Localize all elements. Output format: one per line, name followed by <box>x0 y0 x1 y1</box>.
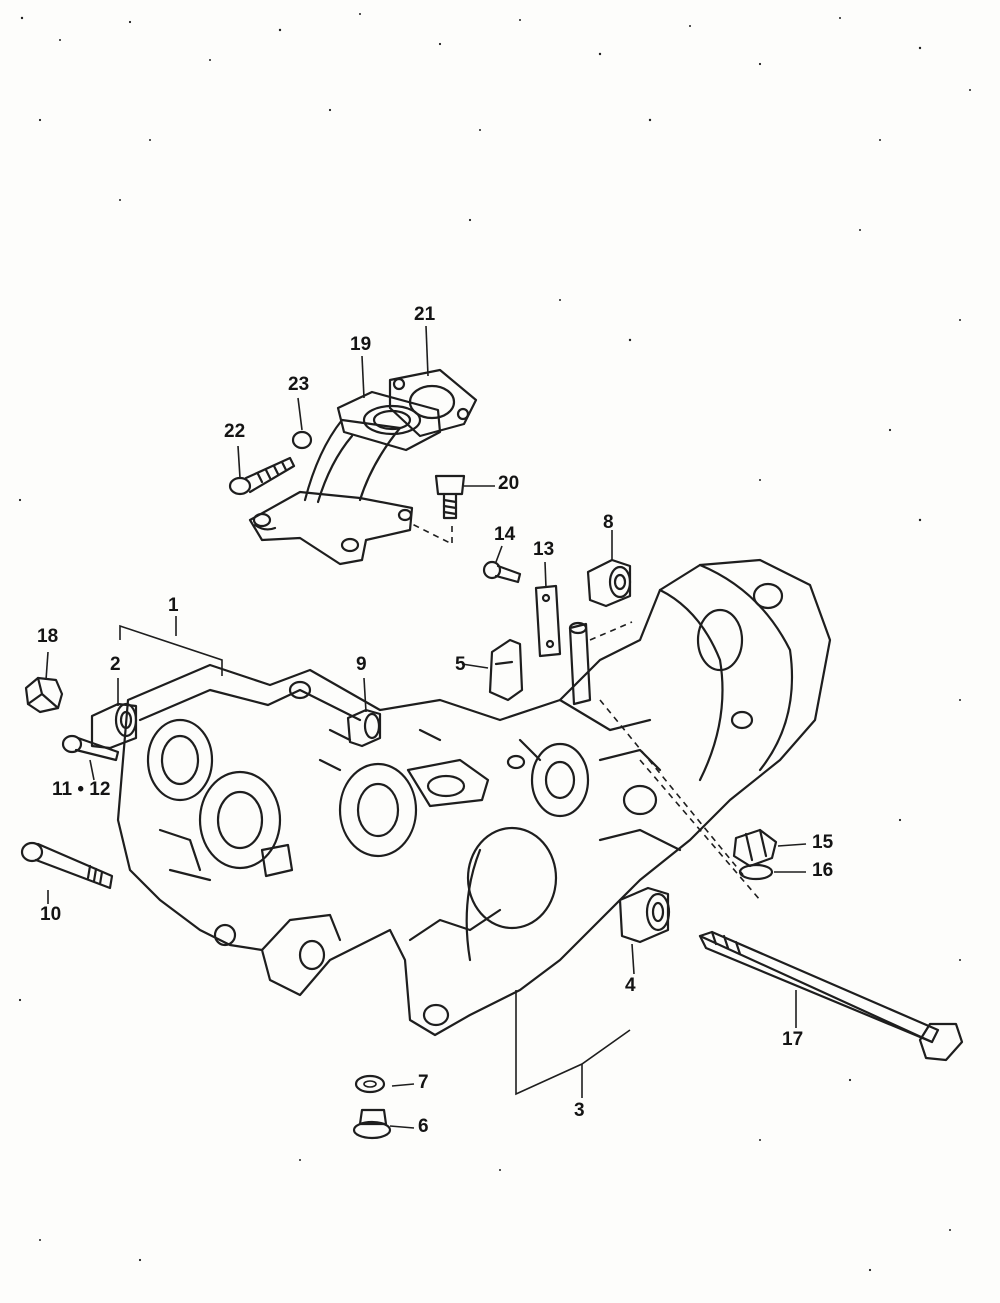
bearing-4 <box>618 886 671 944</box>
washer-23 <box>291 430 313 450</box>
label-part-16: 16 <box>812 860 834 881</box>
bolt-10 <box>20 841 114 890</box>
label-part-9: 9 <box>356 654 367 675</box>
label-part-13: 13 <box>533 539 555 560</box>
leader-lines <box>45 325 807 1129</box>
oil-plug-15 <box>732 828 778 868</box>
label-part-6: 6 <box>418 1116 429 1137</box>
gasket-21 <box>388 368 478 438</box>
label-part-4: 4 <box>625 975 636 996</box>
crankcase-body <box>116 558 832 1037</box>
label-part-14: 14 <box>494 524 516 545</box>
bolt-20 <box>434 474 466 520</box>
bearing-8 <box>586 558 632 608</box>
screw-14 <box>482 560 522 584</box>
nut-18 <box>24 676 64 714</box>
label-part-20: 20 <box>498 473 520 494</box>
label-part-21: 21 <box>414 304 436 325</box>
label-part-2: 2 <box>110 654 121 675</box>
label-part-1: 1 <box>168 595 179 616</box>
scan-noise <box>18 13 971 1272</box>
label-part-11-12: 11 • 12 <box>52 779 111 800</box>
shaft-17 <box>698 930 964 1062</box>
label-part-15: 15 <box>812 832 834 853</box>
bolt-11-12 <box>61 734 120 762</box>
label-part-10: 10 <box>40 904 62 925</box>
label-part-5: 5 <box>455 654 466 675</box>
bracket-5 <box>488 638 524 702</box>
label-part-17: 17 <box>782 1029 804 1050</box>
bearing-2 <box>90 702 138 750</box>
o-ring-16 <box>738 863 774 881</box>
bearing-9 <box>346 708 382 748</box>
washer-7 <box>354 1074 386 1094</box>
label-part-22: 22 <box>224 421 246 442</box>
label-part-23: 23 <box>288 374 310 395</box>
label-part-18: 18 <box>37 626 59 647</box>
drain-bolt-6 <box>352 1108 392 1140</box>
label-part-19: 19 <box>350 334 372 355</box>
label-part-7: 7 <box>418 1072 429 1093</box>
label-part-3: 3 <box>574 1100 585 1121</box>
bracket-13 <box>534 584 562 658</box>
label-part-8: 8 <box>603 512 614 533</box>
intake-pipe-19 <box>248 390 442 566</box>
